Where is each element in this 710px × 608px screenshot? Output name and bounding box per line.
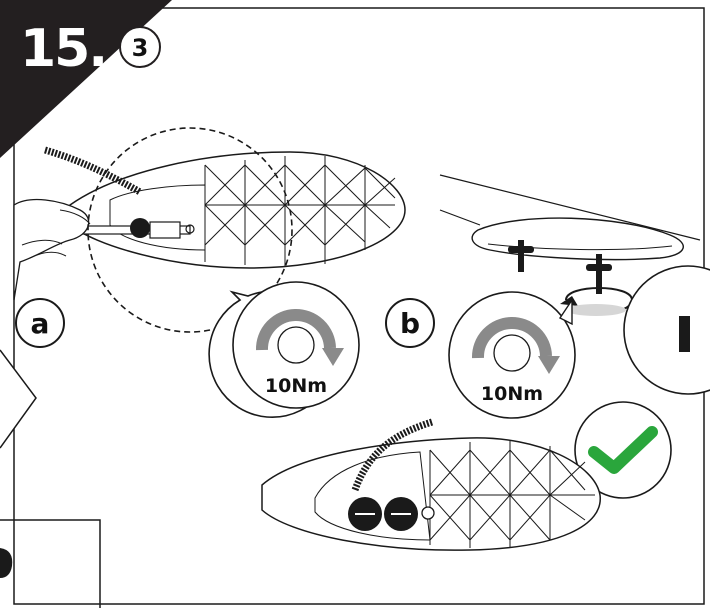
- torque-value-a: 10Nm: [265, 375, 327, 397]
- torque-arrow-icon-b: [471, 317, 552, 359]
- lamp-housing-b: [471, 217, 684, 261]
- checkmark-icon: [588, 426, 658, 474]
- panel-b-illustration: [439, 174, 701, 316]
- left-callout-shape: [0, 349, 37, 449]
- panel-a-label: a: [31, 307, 50, 340]
- bottom-left-glyph: [0, 548, 13, 578]
- panel-b-label: b: [400, 307, 420, 340]
- lattice-final: [429, 440, 595, 548]
- zoom-circle: [87, 127, 293, 333]
- bar-icon: [679, 316, 690, 352]
- screw-right: [560, 254, 634, 316]
- part-bubble: [623, 265, 710, 395]
- step-number: 15.: [20, 19, 106, 79]
- assembled-lamp: [261, 418, 601, 551]
- torque-value-b: 10Nm: [481, 383, 543, 405]
- panel-b-badge: [385, 298, 435, 348]
- sub-step-circle: [119, 26, 161, 68]
- cable-a: [44, 146, 142, 196]
- panel-a-badge: [15, 298, 65, 348]
- cable-final: [351, 418, 434, 492]
- torque-bubble-b: 10Nm: [448, 291, 576, 419]
- screw-left: [508, 240, 534, 272]
- check-bubble: [574, 401, 672, 499]
- panel-a-illustration: [13, 127, 406, 333]
- sub-step-number: 3: [132, 34, 149, 62]
- torque-arrow-icon: [255, 309, 336, 351]
- lamp-housing-a: [69, 151, 406, 269]
- bottom-left-box: [0, 519, 101, 608]
- torque-bubble-a: 10Nm: [208, 281, 360, 419]
